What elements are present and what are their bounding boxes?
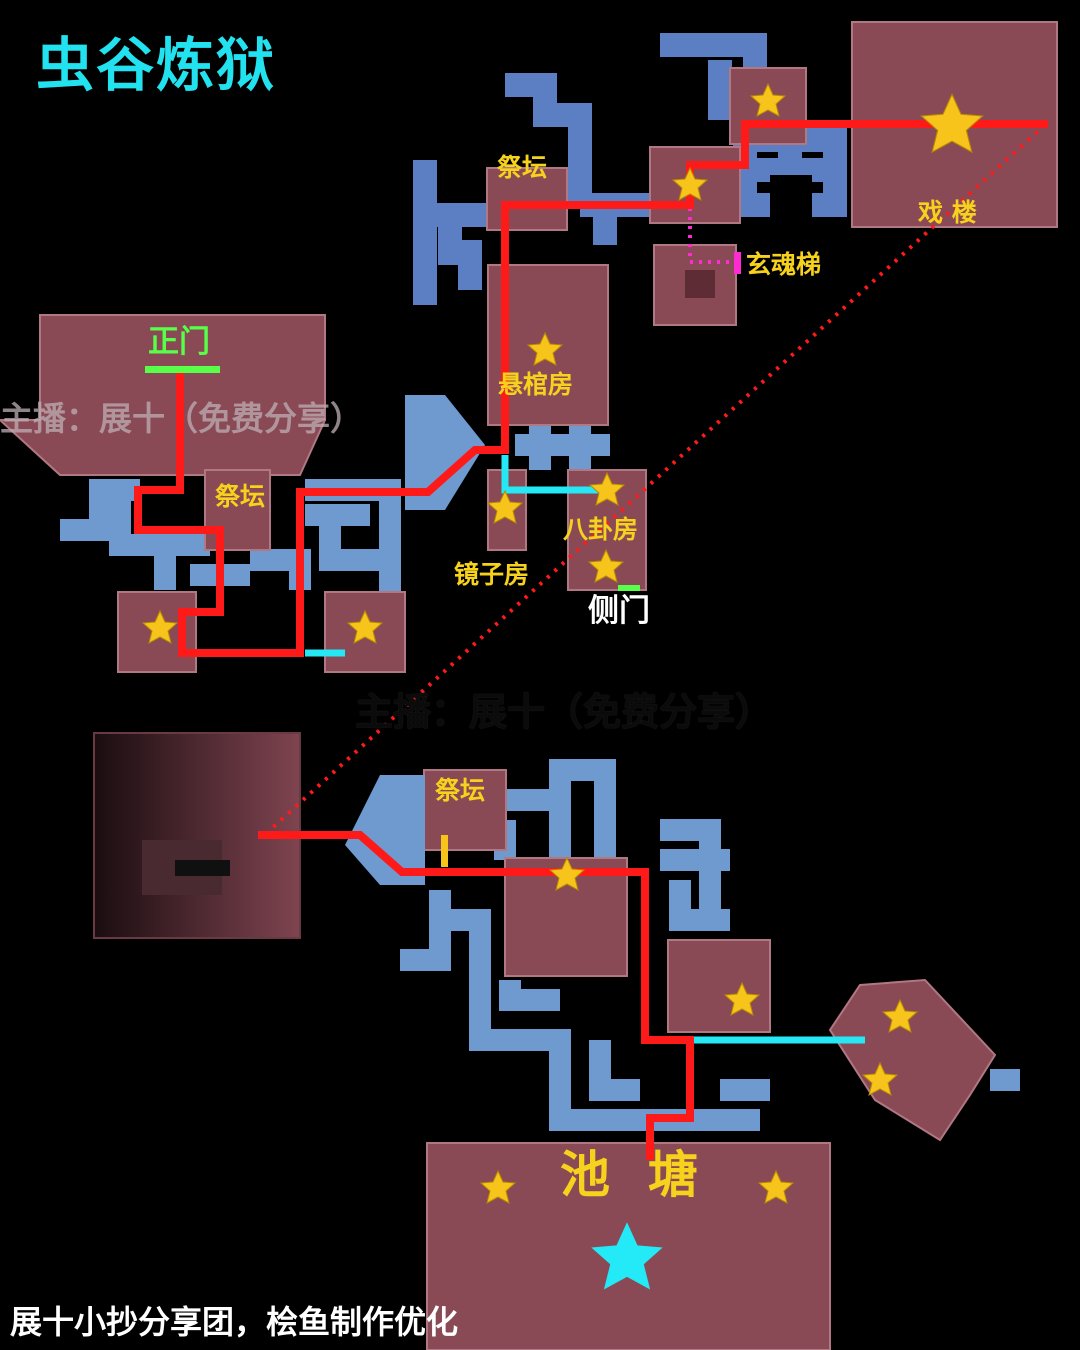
label-altar-top: 祭坛 <box>497 153 548 182</box>
side-gate-bar <box>618 585 640 591</box>
label-mirror-room: 镜子房 <box>454 560 530 589</box>
main-route <box>134 120 1048 1160</box>
label-altar-left: 祭坛 <box>215 482 266 511</box>
water-paths <box>305 455 865 1044</box>
map-title: 虫谷炼狱 <box>36 31 277 99</box>
watermark-top: 主播：展十（免费分享） <box>0 399 363 438</box>
stars <box>142 83 984 1290</box>
label-bagua-room: 八卦房 <box>563 515 639 544</box>
star-icon <box>920 93 984 154</box>
room-altar-left <box>204 469 271 551</box>
room-altar-bottom <box>423 769 507 851</box>
label-pond-left: 池 <box>560 1146 610 1204</box>
label-side-gate: 侧门 <box>588 593 650 629</box>
corridors-bottom <box>400 759 1020 1131</box>
room-altar-top <box>486 167 568 231</box>
label-opera-tower: 戏 楼 <box>918 198 977 227</box>
ladder-dotted-path <box>688 190 737 264</box>
rooms <box>0 21 1058 1350</box>
main-gate-bar <box>145 366 220 373</box>
label-altar-bottom: 祭坛 <box>435 776 486 805</box>
boss-star-icon <box>591 1222 663 1290</box>
corridor-blob-mid <box>405 395 485 510</box>
corridor-blob-bottom <box>345 775 425 885</box>
label-pond-right: 塘 <box>648 1146 698 1204</box>
watermark-middle: 主播：展十（免费分享） <box>355 690 774 734</box>
altar-yellow-bar <box>441 835 448 867</box>
label-main-gate: 正门 <box>148 324 210 360</box>
label-xuanhun-ladder: 玄魂梯 <box>746 250 822 279</box>
label-coffin-room: 悬棺房 <box>498 370 574 399</box>
footer-credit: 展十小抄分享团，桧鱼制作优化 <box>10 1303 459 1341</box>
